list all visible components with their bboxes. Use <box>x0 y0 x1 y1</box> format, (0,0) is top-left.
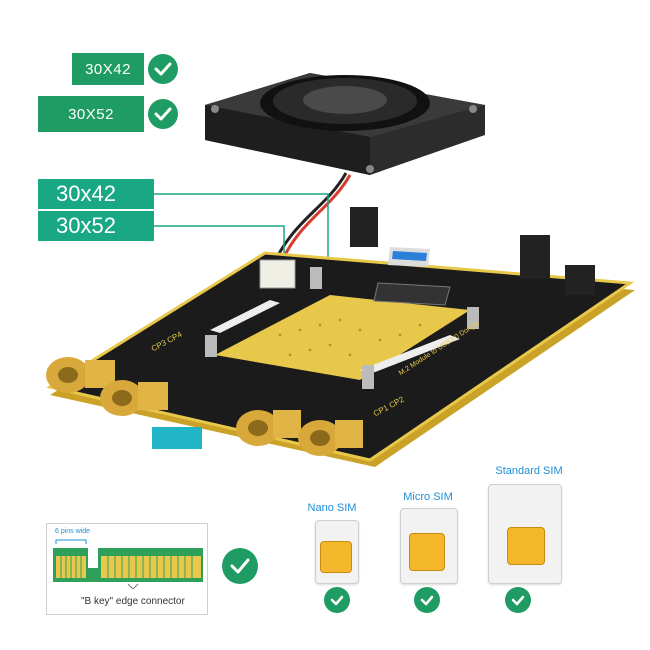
edge-connector-caption: "B key" edge connector <box>81 596 185 607</box>
adapter-board <box>46 207 635 467</box>
module-tag-30x42: 30X42 <box>72 53 144 85</box>
check-icon <box>324 587 350 613</box>
check-icon <box>148 54 178 84</box>
fan-wires <box>272 172 352 266</box>
cooling-fan <box>205 73 485 175</box>
module-tag-label: 30X52 <box>68 105 114 123</box>
sim-label-micro: Micro SIM <box>403 491 453 503</box>
pins-note: 6 pins wide <box>55 528 91 535</box>
edge-connector-panel: 6 pins wide "B key" edge connector <box>46 523 208 615</box>
sim-chip-icon <box>320 541 352 573</box>
module-tag-30x52: 30X52 <box>38 96 144 132</box>
standard-sim-card <box>488 484 562 584</box>
edge-connector-illustration <box>53 539 203 589</box>
nano-sim-card <box>315 520 359 584</box>
sma-connectors <box>46 357 363 456</box>
sim-chip-icon <box>409 533 445 571</box>
fan-tag-label: 30x52 <box>56 213 116 238</box>
check-icon <box>505 587 531 613</box>
check-icon <box>148 99 178 129</box>
check-icon <box>414 587 440 613</box>
fan-tag-label: 30x42 <box>56 181 116 206</box>
fan-tag-30x42: 30x42 <box>38 179 154 209</box>
module-tag-label: 30X42 <box>85 60 131 78</box>
sim-label-standard: Standard SIM <box>495 465 563 477</box>
sim-chip-icon <box>507 527 545 565</box>
check-icon <box>222 548 258 584</box>
sim-label-nano: Nano SIM <box>307 502 357 514</box>
micro-sim-card <box>400 508 458 584</box>
fan-tag-30x52: 30x52 <box>38 211 154 241</box>
